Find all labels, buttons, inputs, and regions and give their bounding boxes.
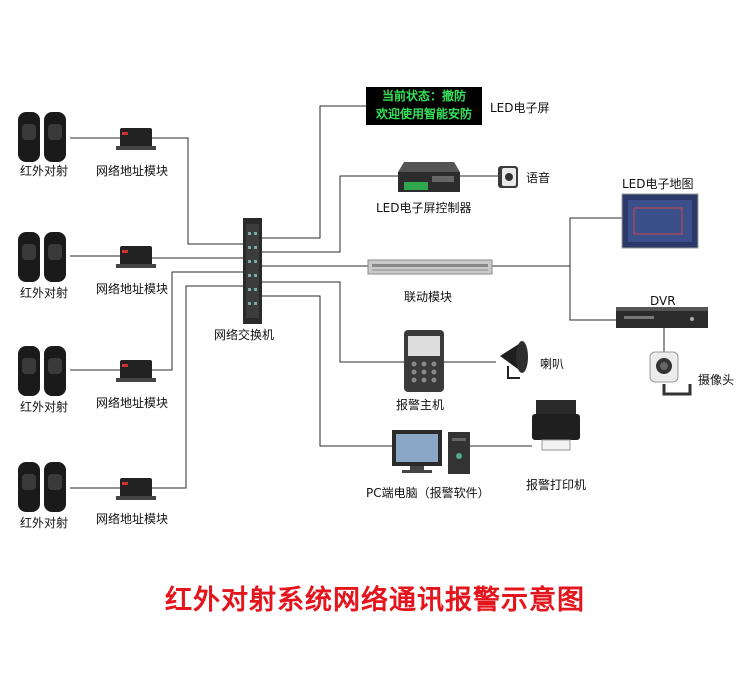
voice-label: 语音 — [526, 171, 551, 185]
sensor-label: 红外对射 — [20, 286, 69, 300]
module-label: 网络地址模块 — [96, 512, 169, 526]
diagram-title: 红外对射系统网络通讯报警示意图 — [165, 585, 585, 616]
network-module-icon — [116, 128, 156, 150]
network-switch-icon — [243, 218, 262, 324]
horn-label: 喇叭 — [540, 357, 565, 371]
module-label: 网络地址模块 — [96, 282, 169, 296]
led-controller-label: LED电子屏控制器 — [376, 201, 472, 215]
led-screen-label: LED电子屏 — [490, 101, 550, 115]
printer-icon — [532, 400, 580, 451]
alarm-host-label: 报警主机 — [396, 398, 445, 412]
dvr-icon — [616, 307, 708, 328]
network-module-icon — [116, 478, 156, 500]
infrared-sensor-icon — [18, 112, 66, 162]
module-label: 网络地址模块 — [96, 396, 169, 410]
pc-label: PC端电脑（报警软件） — [366, 486, 490, 500]
camera-label: 摄像头 — [698, 373, 735, 387]
led-screen-line2: 欢迎使用智能安防 — [375, 107, 472, 121]
network-module-icon — [116, 246, 156, 268]
sensor-label: 红外对射 — [20, 400, 69, 414]
led-screen-line1: 当前状态：撤防 — [381, 89, 466, 103]
network-module-icon — [116, 360, 156, 382]
sensor-label: 红外对射 — [20, 164, 69, 178]
pc-icon — [392, 430, 470, 474]
sensor-label: 红外对射 — [20, 516, 69, 530]
led-map-icon — [621, 193, 699, 249]
alarm-host-icon — [404, 330, 444, 392]
led-controller-icon — [398, 162, 460, 192]
connection-lines — [70, 105, 665, 489]
camera-icon — [649, 351, 692, 396]
led-screen: 当前状态：撤防 欢迎使用智能安防 — [366, 87, 482, 125]
linkage-module-icon — [367, 259, 493, 275]
led-map-label: LED电子地图 — [622, 177, 694, 191]
horn-icon — [500, 341, 528, 379]
module-label: 网络地址模块 — [96, 164, 169, 178]
infrared-sensor-icon — [18, 346, 66, 396]
dvr-label: DVR — [650, 294, 676, 308]
voice-speaker-icon — [498, 166, 518, 188]
linkage-label: 联动模块 — [404, 290, 453, 304]
infrared-sensor-icon — [18, 232, 66, 282]
switch-label: 网络交换机 — [214, 328, 275, 342]
printer-label: 报警打印机 — [526, 478, 587, 492]
infrared-sensor-icon — [18, 462, 66, 512]
